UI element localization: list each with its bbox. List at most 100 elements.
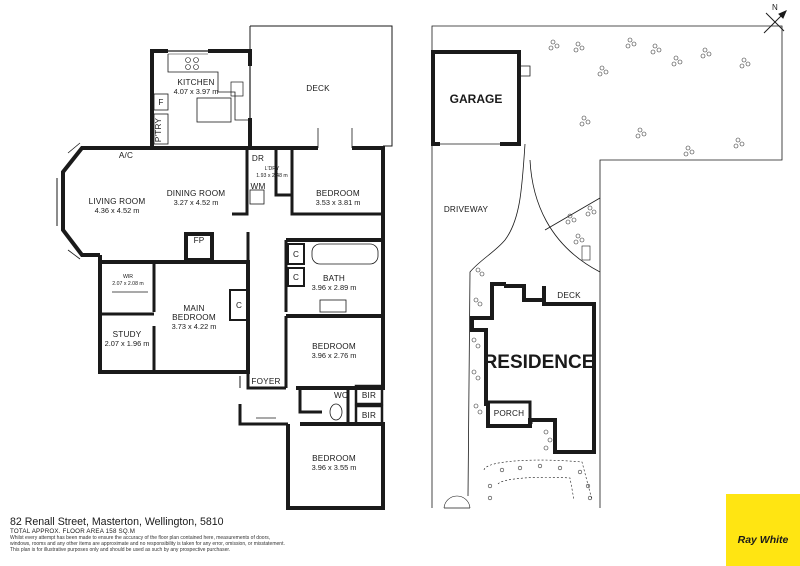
wir-dims: 2.07 x 2.08 m [112,281,143,287]
wc-label: WC [334,391,348,400]
bath-cupboard-2 [287,267,305,287]
porch [486,400,532,428]
sink [230,81,244,97]
site-plan [431,25,783,509]
entry-wall [238,404,288,426]
living-room-wall [61,146,152,257]
laundry-east-wall [274,148,292,197]
shrub-icon [733,137,745,149]
disclaimer-line-1: Whilst every attempt has been made to en… [10,535,271,541]
foyer-label: FOYER [251,377,280,386]
bay-window [67,142,81,154]
wc-wall [298,388,322,414]
kitchen-bench [167,54,248,121]
shrub-icon [499,463,583,475]
study-name: STUDY [113,330,142,339]
shrub-icon [471,369,481,381]
shrub-icon [700,47,712,59]
shrub-icon [475,267,485,277]
front-path [483,459,593,501]
bath-cupboard-label-2: C [293,273,299,282]
bedroom-3-wall [286,422,385,510]
plan-footer: 82 Renall Street, Masterton, Wellington,… [10,516,570,553]
front-gate-swing [443,495,471,509]
residence-label: RESIDENCE [484,352,595,373]
porch-label: PORCH [494,409,525,418]
driveway-label: DRIVEWAY [444,205,489,214]
floor-plan [56,25,393,510]
residence-outline [470,282,596,454]
bedroom-2-dims: 3.96 x 2.76 m [312,351,357,360]
north-label: N [772,3,778,12]
living-room-dims: 4.36 x 4.52 m [95,206,140,215]
driveway-edge [467,143,526,497]
wm-label: WM [251,182,266,191]
north-arrow-icon: N [763,3,787,34]
fridge-space [153,93,169,111]
disclaimer-line-2: windows, rooms and any other items are a… [10,541,285,547]
shrub-icon [635,127,647,139]
fridge-label: F [158,98,163,107]
cooktop-burner [185,64,191,70]
property-address: 82 Renall Street, Masterton, Wellington,… [10,516,224,528]
bir-label-2: BIR [362,411,376,420]
wir-name: WIR [123,274,133,280]
shrub-icon [473,297,483,307]
bath-name: BATH [323,274,345,283]
shrubs [471,37,751,501]
living-room-name: LIVING ROOM [89,197,146,206]
meter [581,245,591,261]
bathtub [311,243,379,265]
deck-outline [250,25,393,147]
study-dims: 2.07 x 1.96 m [105,339,150,348]
foyer-wall [246,372,286,390]
cooktop-burner [193,64,199,70]
cooktop-burner [193,57,199,63]
pantry [153,113,169,145]
kitchen-wall [150,49,168,148]
ac-label: A/C [119,151,133,160]
site-deck-label: DECK [557,291,581,300]
shrub-icon [573,41,585,53]
shrub-icon [471,337,481,349]
bay-window [67,249,81,260]
laundry-dims: 1.93 x 2.48 m [256,173,287,179]
toilet [329,403,343,421]
main-bedroom-cupboard-label: C [236,301,242,310]
brand-name: Ray White [737,534,789,546]
shrub-icon [543,429,553,451]
kitchen-name: KITCHEN [177,78,214,87]
garden-bed [544,197,601,231]
bath-vanity [319,299,347,313]
cooktop-burner [185,57,191,63]
main-bedroom-cupboard [229,289,249,321]
bedroom-2-name: BEDROOM [312,342,356,351]
floor-plan-labels: KITCHEN 4.07 x 3.97 m LIVING ROOM 4.36 x… [89,78,376,472]
shrub-icon [565,213,577,225]
kitchen-dims: 4.07 x 3.97 m [174,87,219,96]
garage-label: GARAGE [450,92,503,106]
wm-space [249,189,265,205]
laundry-wall [232,148,249,216]
shrub-icon [671,55,683,67]
shrub-icon [473,403,483,415]
kitchen-island [196,97,232,123]
kitchen-wall-top [208,49,252,66]
bir-label-1: BIR [362,391,376,400]
lawn-edge [529,159,601,273]
shrub-icon [585,205,597,217]
dr-label: DR [252,154,264,163]
shrub-icon [597,65,609,77]
bath-dims: 3.96 x 2.89 m [312,283,357,292]
shrub-icon [625,37,637,49]
shrub-icon [487,483,593,501]
laundry-name: L'DRY [265,166,280,172]
main-bedroom-name-2: BEDROOM [172,313,216,322]
shrub-icon [739,57,751,69]
bedroom-1-dims: 3.53 x 3.81 m [316,198,361,207]
pantry-label: P'TRY [154,118,163,143]
bath-cupboard-label: C [293,250,299,259]
dining-room-dims: 3.27 x 4.52 m [174,198,219,207]
bedroom-1-name: BEDROOM [316,189,360,198]
floor-area: TOTAL APPROX. FLOOR AREA 158 SQ.M [10,528,136,535]
